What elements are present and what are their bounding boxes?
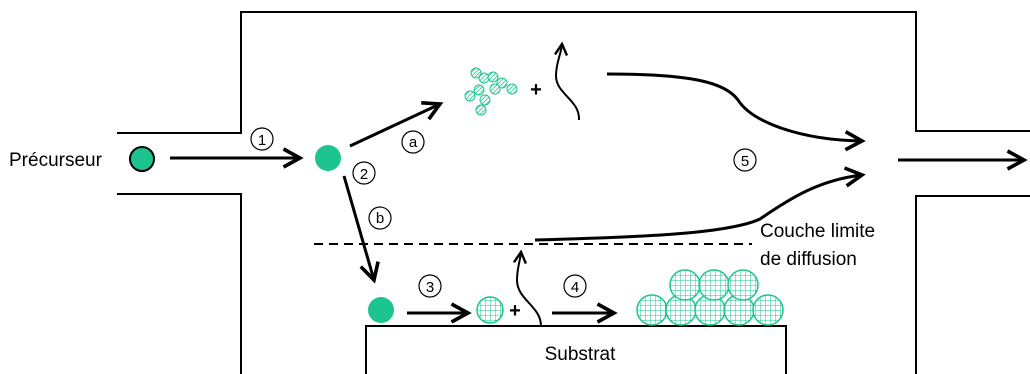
adsorbed-molecule-icon xyxy=(368,297,394,323)
exhaust-flow-lower xyxy=(534,166,866,242)
boundary-layer-label-line2: de diffusion xyxy=(760,249,857,270)
step-4-label: 4 xyxy=(571,279,579,296)
gas-molecule-icon xyxy=(315,145,341,171)
step-1-circle xyxy=(250,127,274,151)
boundary-layer-label-line1: Couche limite xyxy=(760,221,875,242)
arrow-path-b xyxy=(342,175,380,284)
surface-nucleus-icon xyxy=(476,296,504,324)
step-4-circle xyxy=(563,274,587,298)
arrow-path-a xyxy=(349,101,444,148)
gas-plus-sign: + xyxy=(530,79,542,101)
step-b-label: b xyxy=(376,210,384,227)
step-2-label: 2 xyxy=(360,166,368,183)
reactor-top-wall xyxy=(117,11,1030,134)
gas-phase-cluster-icon xyxy=(464,67,518,116)
step-a-label: a xyxy=(409,134,418,151)
reactor-right-bottom-wall xyxy=(915,195,1030,374)
precursor-molecule-icon xyxy=(129,146,155,172)
reactor-chamber xyxy=(117,11,1030,374)
step-a-circle xyxy=(401,130,425,154)
step-5-circle xyxy=(733,148,757,172)
reactor-bottom-wall xyxy=(117,193,242,374)
step-3-label: 3 xyxy=(426,279,434,296)
step-2-circle xyxy=(352,161,376,185)
film-grains-icon xyxy=(636,269,784,326)
step-5-label: 5 xyxy=(741,153,749,170)
substrate-label: Substrat xyxy=(545,344,616,365)
step-3-circle xyxy=(418,274,442,298)
step-b-circle xyxy=(368,206,392,230)
surface-byproduct-arrow xyxy=(512,249,542,327)
substrate-block xyxy=(365,325,787,374)
gas-byproduct-arrow xyxy=(554,41,581,121)
surface-plus-sign: + xyxy=(509,300,521,322)
step-1-label: 1 xyxy=(258,132,266,149)
precursor-label: Précurseur xyxy=(9,150,103,171)
exhaust-flow-upper xyxy=(606,72,866,152)
